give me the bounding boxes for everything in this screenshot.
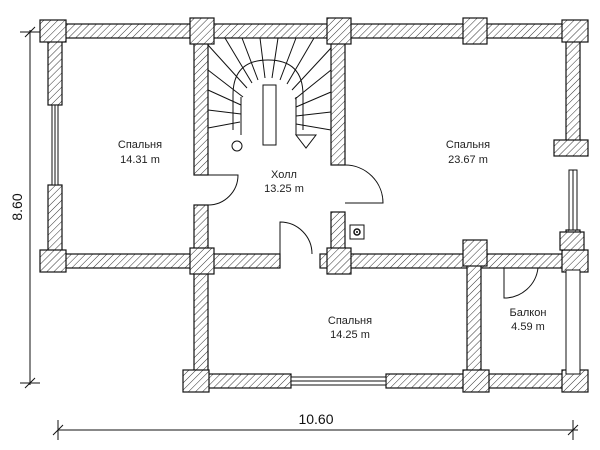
dimension-vertical: 8.60: [9, 26, 40, 389]
post: [559, 231, 585, 251]
post: [182, 369, 210, 393]
door-bedroom-lower: [279, 221, 313, 255]
post: [326, 247, 352, 275]
post: [189, 17, 215, 45]
post: [189, 247, 215, 275]
post: [561, 19, 589, 43]
room-name: Спальня: [446, 139, 490, 151]
stove-icon: [349, 224, 365, 240]
room-area: 23.67 m: [448, 154, 488, 166]
wall-hall-left-upper: [193, 29, 209, 176]
wall-lower-left: [193, 261, 209, 383]
wall-hall-right-upper: [330, 29, 346, 166]
wall-right-upper: [565, 29, 581, 143]
balcony-railing: [565, 269, 581, 375]
door-bedroom-left: [207, 174, 239, 206]
room-hall: Холл 13.25 m: [264, 169, 304, 195]
stair-post-icon: [231, 140, 243, 152]
room-name: Балкон: [510, 307, 547, 319]
wall-mid-right: [319, 253, 581, 269]
door-balcony: [503, 267, 539, 299]
room-name: Холл: [271, 169, 297, 181]
post: [39, 249, 67, 273]
dimension-horizontal: 10.60: [52, 411, 579, 440]
room-name: Спальня: [118, 139, 162, 151]
log-ends: [39, 17, 589, 393]
post: [561, 249, 589, 273]
room-balcony: Балкон 4.59 m: [510, 307, 547, 333]
dimension-height-label: 8.60: [9, 193, 25, 220]
stair-newel: [262, 84, 277, 146]
room-bedroom-right: Спальня 23.67 m: [446, 139, 490, 166]
post: [462, 369, 490, 393]
room-name: Спальня: [328, 315, 372, 327]
room-area: 4.59 m: [511, 321, 545, 333]
post: [326, 17, 352, 45]
post: [553, 139, 589, 157]
windows: [51, 104, 581, 386]
door-bedroom-right: [344, 164, 384, 204]
doors: [207, 164, 539, 299]
room-bedroom-lower: Спальня 14.25 m: [328, 315, 372, 341]
wall-mid-left: [44, 253, 281, 269]
post: [462, 239, 488, 267]
room-area: 14.31 m: [120, 154, 160, 166]
room-bedroom-left: Спальня 14.31 m: [118, 139, 162, 166]
post: [39, 19, 67, 43]
post: [462, 17, 488, 45]
walls: [44, 23, 582, 389]
wall-top: [44, 23, 581, 39]
room-area: 13.25 m: [264, 183, 304, 195]
staircase: [207, 37, 332, 152]
dimension-width-label: 10.60: [298, 411, 333, 427]
room-area: 14.25 m: [330, 329, 370, 341]
stair-arrow-icon: [294, 134, 318, 149]
